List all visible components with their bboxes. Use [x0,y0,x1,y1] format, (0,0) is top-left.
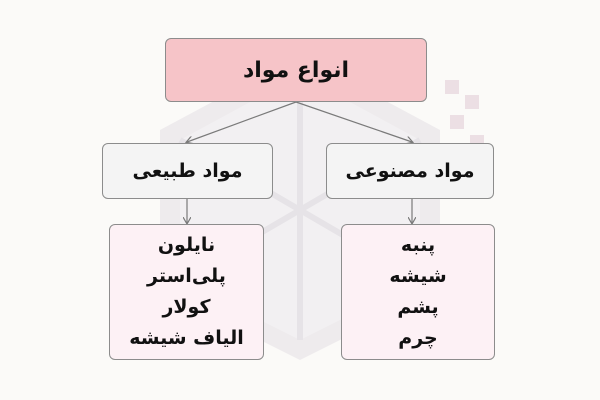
root-node: انواع مواد [165,38,427,102]
items-box-synthetic: پنبه شیشه پشم چرم [341,224,495,360]
list-item: شیشه [389,265,447,287]
list-item: نایلون [157,234,216,256]
arrow-root-to-synthetic [295,101,412,142]
category-label-synthetic: مواد مصنوعی [345,160,475,182]
root-label: انواع مواد [242,57,350,83]
arrow-root-to-natural [187,101,297,142]
list-item: الیاف شیشه [129,327,244,349]
items-list-natural: نایلون پلی‌استر کولار الیاف شیشه [129,230,244,354]
category-node-natural: مواد طبیعی [102,143,273,199]
list-item: پشم [397,296,439,318]
items-list-synthetic: پنبه شیشه پشم چرم [389,230,446,354]
list-item: کولار [162,296,211,318]
list-item: پنبه [400,234,436,256]
category-label-natural: مواد طبیعی [132,160,243,182]
list-item: چرم [398,327,438,349]
items-box-natural: نایلون پلی‌استر کولار الیاف شیشه [109,224,264,360]
category-node-synthetic: مواد مصنوعی [326,143,494,199]
list-item: پلی‌استر [147,265,226,287]
